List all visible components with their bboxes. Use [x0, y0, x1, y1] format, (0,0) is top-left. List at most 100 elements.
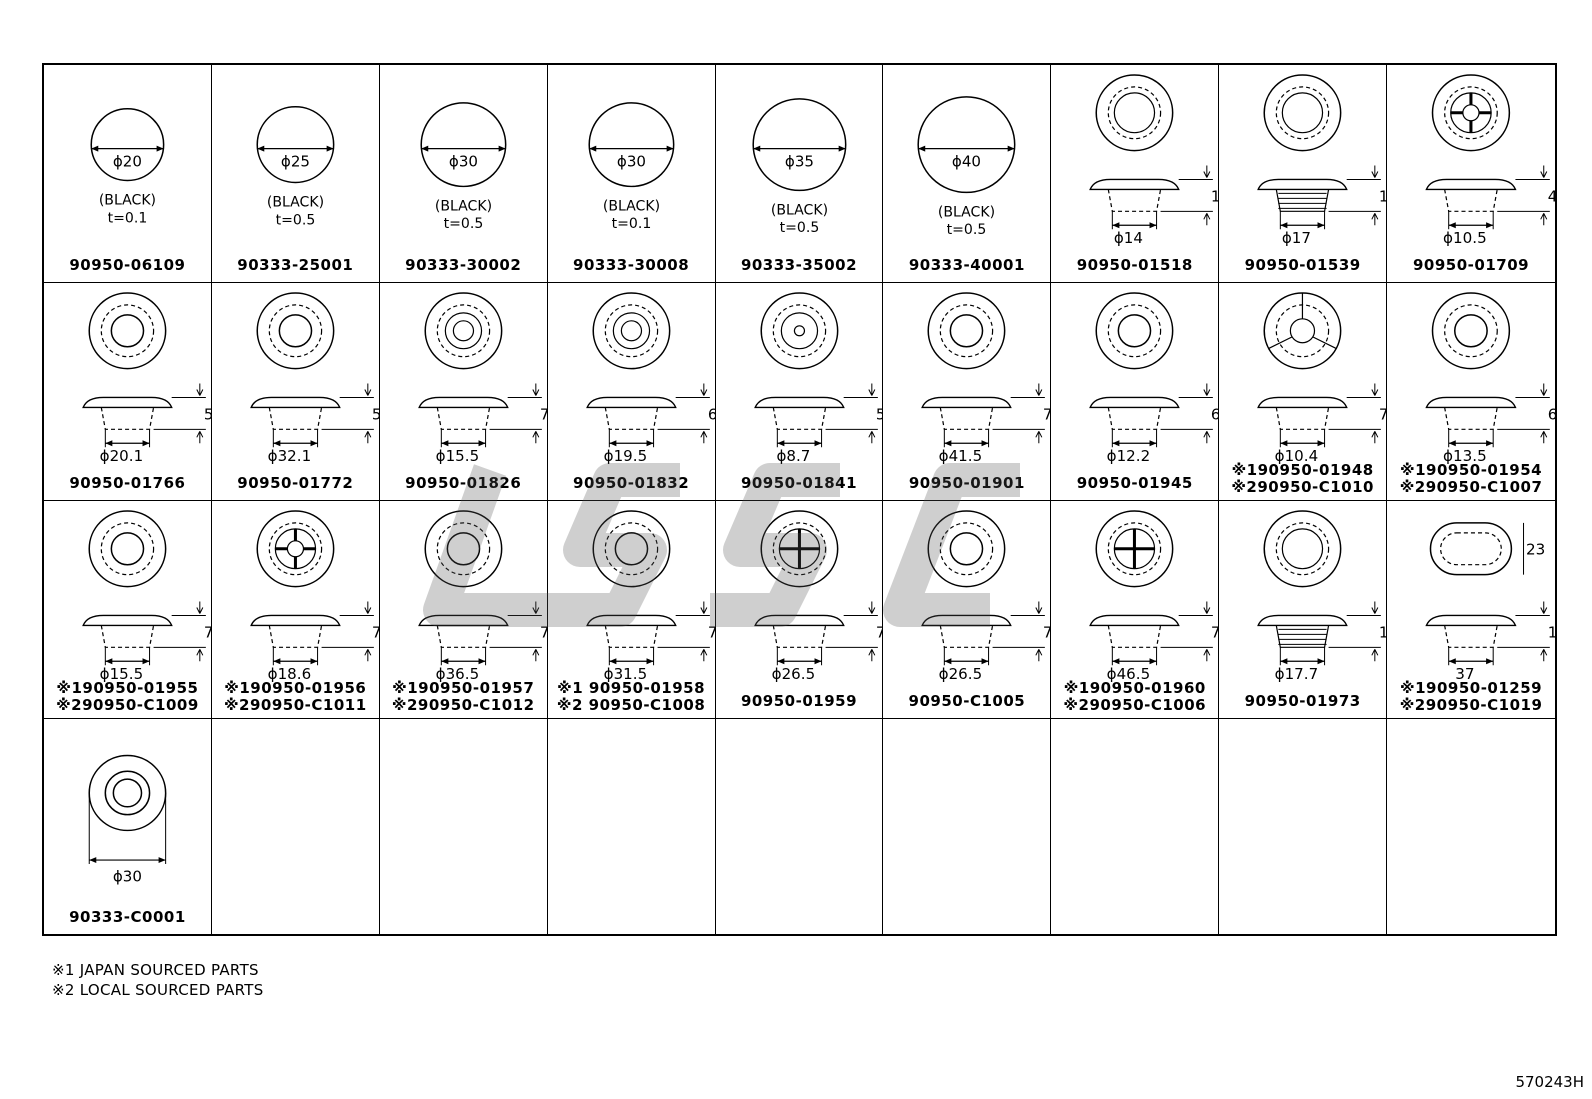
part-number: 90950-C1005 — [908, 692, 1026, 710]
diameter-arrow — [752, 145, 846, 152]
grommet-top-view — [1263, 74, 1342, 152]
inner-ring-shape — [104, 770, 151, 816]
diameter-arrow — [91, 145, 164, 152]
diameter-arrow — [257, 145, 334, 152]
footnote-japan: ※1 JAPAN SOURCED PARTS — [52, 961, 259, 979]
part-number: ※190950-01960 — [1063, 679, 1206, 697]
height-label: 6.5 — [708, 405, 716, 423]
color-note: (BLACK) — [267, 194, 324, 210]
height-label: 6.3 — [1211, 405, 1219, 423]
grommet-side-view — [1089, 396, 1181, 430]
diameter-arrow — [776, 440, 822, 447]
height-label: 7.5 — [875, 623, 883, 641]
grommet-side-view — [82, 614, 173, 648]
grommet-side-view — [1089, 178, 1181, 212]
diameter-arrow — [1280, 440, 1325, 447]
diameter-label: ϕ30 — [617, 153, 646, 171]
diameter-label: ϕ40 — [952, 153, 981, 171]
diameter-arrow — [944, 658, 990, 665]
part-number: 90333-30008 — [573, 256, 690, 274]
part-number: ※290950-C1009 — [56, 696, 199, 714]
grommet-side-view — [417, 614, 509, 648]
empty-cell — [212, 719, 380, 934]
part-number: ※290950-C1012 — [391, 696, 535, 714]
diameter-label: ϕ10.4 — [1275, 447, 1319, 465]
grommet-top-view — [592, 510, 671, 588]
grommet-side-view — [417, 396, 509, 430]
diameter-arrow — [1280, 658, 1325, 665]
grommet-top-view — [760, 510, 838, 588]
empty-cell — [1387, 719, 1555, 934]
empty-cell — [548, 719, 716, 934]
part-number: 90950-01518 — [1076, 256, 1193, 274]
diameter-arrow — [273, 440, 318, 447]
diameter-arrow — [441, 658, 486, 665]
part-number: ※290950-C1010 — [1231, 478, 1374, 496]
thickness-note: t=0.1 — [108, 210, 148, 226]
diameter-label: ϕ36.5 — [435, 665, 479, 683]
part-number: 90333-25001 — [237, 256, 354, 274]
grommet-side-view — [1425, 396, 1517, 430]
plug-disc-shape — [256, 106, 335, 184]
grommet-side-view — [753, 614, 845, 648]
thickness-note: t=0.1 — [611, 216, 651, 232]
diameter-label: ϕ12.2 — [1107, 447, 1151, 465]
diameter-label: ϕ18.6 — [268, 665, 312, 683]
diameter-arrow — [1448, 440, 1494, 447]
part-drawing: ϕ20(BLACK)t=0.1 — [90, 108, 165, 226]
part-number: ※290950-C1006 — [1063, 696, 1207, 714]
part-number: 90950-01959 — [740, 692, 858, 710]
diameter-arrow — [608, 440, 654, 447]
part-number: ※2 90950-C1008 — [556, 696, 706, 714]
grommet-top-view — [927, 510, 1006, 588]
part-number: 90950-01945 — [1076, 474, 1193, 492]
diameter-arrow — [776, 658, 822, 665]
grommet-side-view — [250, 614, 341, 648]
height-label: 10.7 — [1211, 187, 1219, 205]
diameter-label: ϕ26.5 — [939, 665, 983, 683]
grommet-side-view — [1257, 178, 1348, 212]
diameter-arrow — [441, 440, 486, 447]
part-number: 90950-01901 — [908, 474, 1025, 492]
diameter-label: ϕ31.5 — [603, 665, 647, 683]
thickness-note: t=0.5 — [275, 212, 315, 228]
height-label: 7.5 — [1211, 623, 1219, 641]
height-label: 5.1 — [372, 405, 380, 423]
height-label: 7.5 — [1043, 405, 1051, 423]
part-number: ※190950-01259 — [1399, 679, 1543, 697]
diameter-label: ϕ14 — [1114, 229, 1143, 247]
footnotes: ※1 JAPAN SOURCED PARTS ※2 LOCAL SOURCED … — [52, 960, 264, 1000]
grommet-top-view — [927, 292, 1006, 370]
grommet-top-view — [424, 510, 503, 588]
part-number: 90333-30002 — [405, 256, 522, 274]
diameter-label: ϕ10.5 — [1443, 229, 1487, 247]
part-number: 90950-01772 — [237, 474, 354, 492]
diameter-label: ϕ26.5 — [771, 665, 815, 683]
diameter-arrow — [105, 440, 150, 447]
diameter-arrow — [944, 440, 990, 447]
grommet-top-view — [760, 292, 838, 370]
diameter-label: ϕ15.5 — [435, 447, 479, 465]
diameter-arrow — [273, 658, 318, 665]
part-drawing: 10.7 ϕ14 — [1089, 74, 1219, 247]
part-number: ※290950-C1011 — [223, 696, 367, 714]
diameter-label: ϕ46.5 — [1107, 665, 1151, 683]
part-drawing: 6.3 ϕ12.2 — [1089, 292, 1219, 465]
part-cell: 7.5 ϕ26.5 90950-01959 — [715, 501, 884, 719]
part-number: 90333-35002 — [740, 256, 858, 274]
